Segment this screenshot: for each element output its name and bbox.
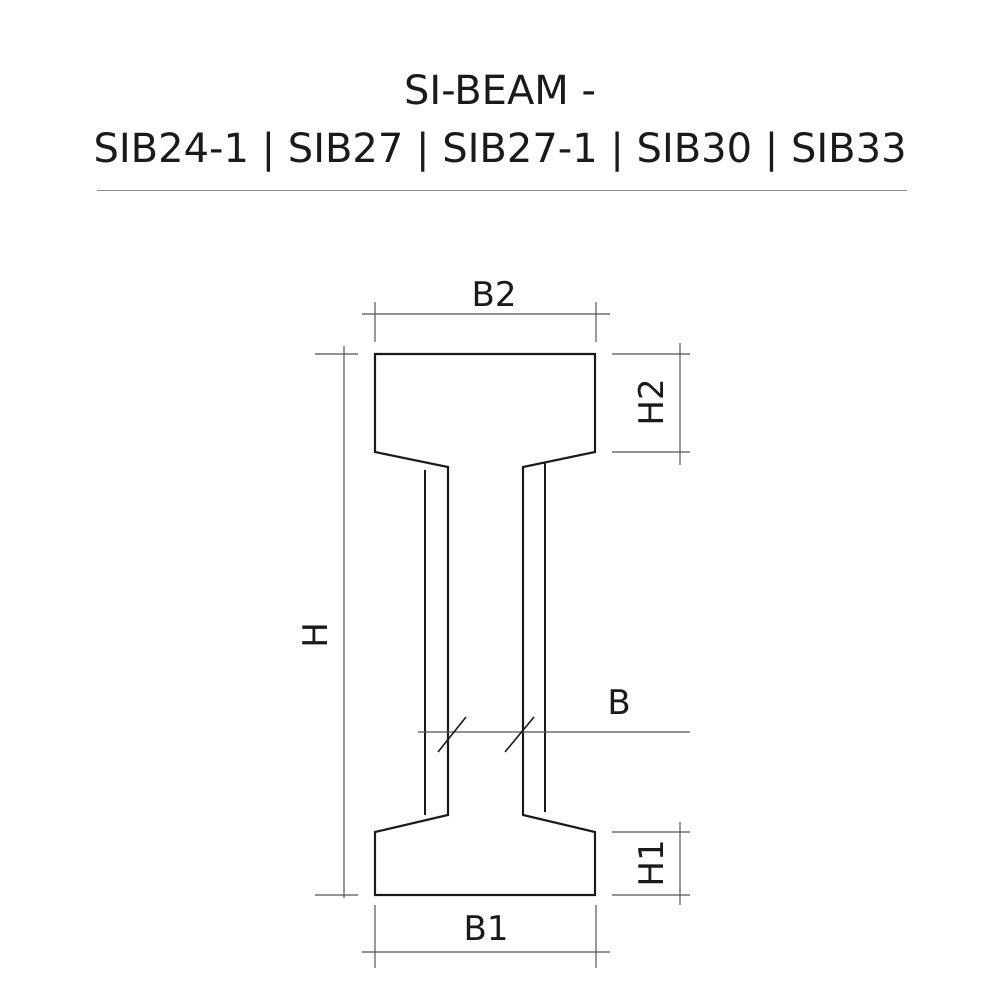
h1-dimension (612, 822, 690, 905)
title-divider (97, 190, 907, 191)
beam-outline (373, 352, 597, 897)
h-label: H (296, 622, 336, 648)
b2-label: B2 (472, 275, 517, 315)
b-tick-marks (437, 716, 535, 753)
h-dimension (315, 346, 358, 898)
b1-label: B1 (464, 909, 509, 949)
page-title: SI-BEAM - (404, 68, 596, 114)
h1-label: H1 (632, 839, 672, 886)
b1-dimension (362, 905, 610, 968)
h2-dimension (612, 343, 690, 465)
b2-dimension (362, 302, 610, 342)
page-subtitle: SIB24-1 | SIB27 | SIB27-1 | SIB30 | SIB3… (93, 126, 907, 172)
title-block: SI-BEAM - SIB24-1 | SIB27 | SIB27-1 | SI… (0, 62, 1000, 178)
b-label: B (607, 683, 630, 723)
h2-label: H2 (632, 378, 672, 425)
